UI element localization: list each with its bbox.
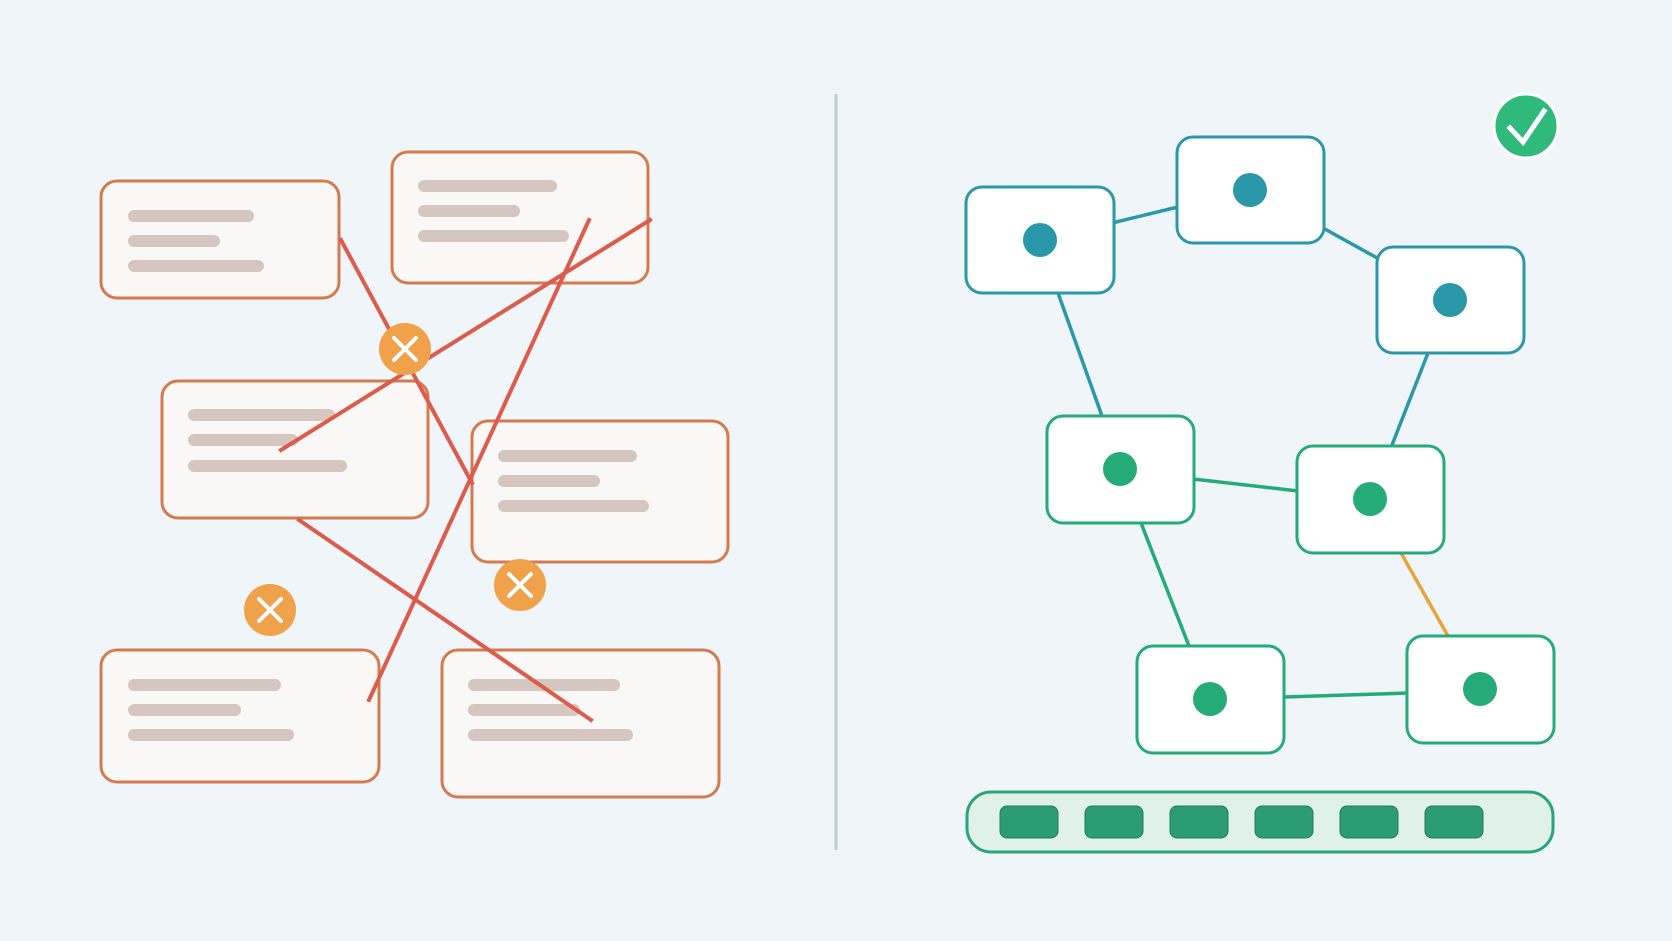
error-badge (244, 584, 296, 636)
dot-icon (1193, 682, 1227, 716)
graph-node (1135, 644, 1286, 755)
graph-link (1322, 226, 1380, 261)
tray-slot (1254, 805, 1314, 839)
x-icon (507, 572, 533, 598)
graph-link (1056, 292, 1104, 417)
x-icon (392, 336, 418, 362)
dot-icon (1233, 173, 1267, 207)
checkmark-icon (1506, 107, 1548, 147)
messy-card (99, 648, 381, 784)
tray-slot (999, 805, 1059, 839)
messy-card (160, 379, 430, 520)
graph-node (964, 185, 1116, 295)
graph-link (1111, 205, 1179, 225)
tray-slot (1084, 805, 1144, 839)
messy-layout-panel (99, 150, 730, 799)
graph-link (1390, 352, 1430, 446)
x-icon (257, 597, 283, 623)
error-badge (379, 323, 431, 375)
organized-layout-panel (964, 92, 1560, 854)
graph-node (1045, 414, 1196, 525)
messy-cards (99, 150, 730, 799)
messy-card (470, 419, 730, 564)
tray-slot (1339, 805, 1399, 839)
crossing-line (296, 517, 594, 723)
graph-node (1405, 634, 1556, 745)
dot-icon (1433, 283, 1467, 317)
dot-icon (1023, 223, 1057, 257)
slot-tray (965, 790, 1555, 854)
graph-node (1295, 444, 1446, 555)
dot-icon (1463, 672, 1497, 706)
graph-node (1175, 135, 1326, 245)
tray-slot (1169, 805, 1229, 839)
crossing-lines (278, 217, 653, 723)
success-badge (1492, 92, 1560, 160)
graph-node (1375, 245, 1526, 355)
graph-link (1139, 522, 1191, 647)
tray-slot (1424, 805, 1484, 839)
messy-card (99, 179, 341, 300)
error-badges (244, 323, 546, 636)
messy-card (390, 150, 650, 285)
dot-icon (1103, 452, 1137, 486)
graph-link (1283, 691, 1409, 699)
error-badge (494, 559, 546, 611)
messy-card (440, 648, 721, 799)
crossing-line (366, 217, 592, 703)
graph-nodes (964, 135, 1556, 755)
crossing-line (278, 217, 653, 453)
tray-slots (999, 805, 1484, 839)
dot-icon (1353, 482, 1387, 516)
graph-link (1399, 552, 1450, 637)
graph-link (1192, 477, 1299, 493)
graph-links (1056, 205, 1450, 699)
